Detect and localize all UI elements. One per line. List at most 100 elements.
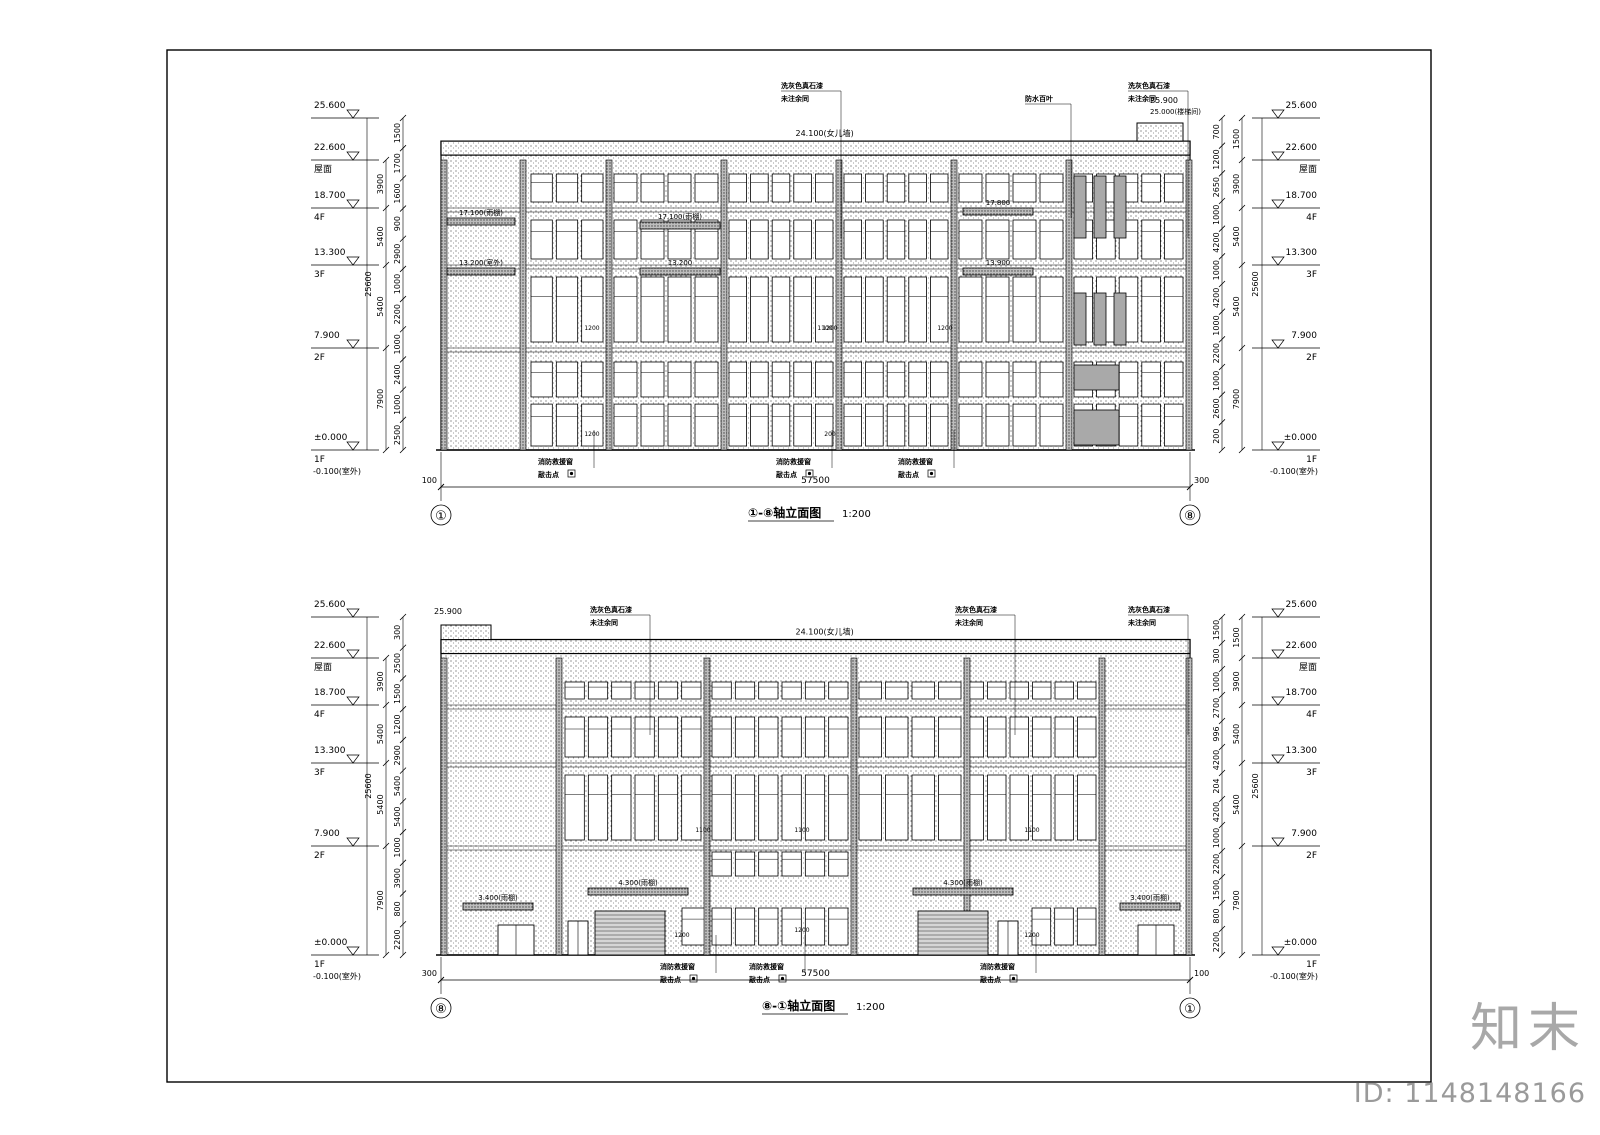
right-outer-dim-text: 5400 [1232,794,1241,814]
window [694,219,719,260]
right-inner-dim-tick [1218,951,1226,959]
left-inner-dim-tick [399,920,407,928]
window [750,361,769,398]
glass-panel [1093,292,1107,346]
floor-label: 屋面 [1299,164,1317,175]
floor-label: 2F [314,851,325,861]
total-width-label: 57500 [801,476,830,486]
strike-point-symbol [689,974,698,983]
level-label: 22.600 [1286,143,1318,153]
canopy [912,887,1014,896]
window [611,681,632,700]
right-inner-dim-text: 1500 [1212,620,1221,640]
level-triangle [346,109,360,119]
window [858,716,882,758]
window [985,403,1010,447]
window [667,361,692,398]
strike-point-label: 敲击点 [898,470,919,479]
window [750,219,769,260]
strike-point-dot [1011,976,1016,981]
window [1009,681,1029,700]
strike-point-label: 敲击点 [538,470,559,479]
window [581,219,604,260]
right-inner-dim-tick [1218,769,1226,777]
right-inner-dim-tick [1218,225,1226,232]
floor-label: 3F [314,270,325,280]
total-height-right: 25600 [1251,773,1260,798]
left-inner-dim-tick [399,386,407,393]
window [667,403,692,447]
right-inner-dim-tick [1218,197,1226,205]
level-label: 7.900 [314,829,340,839]
floor-label: 1F [314,455,325,465]
window [1164,403,1184,447]
window [958,403,983,447]
left-outer-dim-text: 3900 [376,671,385,691]
floor-label: 3F [1306,270,1317,280]
left-outer-dim-tick [382,654,390,662]
left-inner-dim-tick [399,205,407,212]
fire-rescue-label: 消防救援窗 [898,457,933,466]
pilaster [1065,159,1073,451]
left-inner-dim-text: 1000 [393,334,402,354]
edge-dim-left: 300 [422,969,437,978]
fire-rescue-label: 消防救援窗 [776,457,811,466]
window [758,907,779,946]
window [885,716,909,758]
window [930,219,949,260]
window [640,173,665,203]
right-inner-dim-tick [1218,336,1226,343]
pilaster [703,657,711,956]
left-inner-dim-tick [399,675,407,682]
canopy-label: 3.400(雨棚) [1130,893,1170,902]
right-outer-dim-tick [1238,204,1246,212]
right-inner-dim-text: 800 [1212,908,1221,923]
canopy [639,267,721,276]
window [886,276,906,343]
right-outer-dim-text: 1500 [1232,627,1241,647]
level-label: 18.700 [314,191,346,201]
window [930,403,949,447]
right-inner-dim-tick [1218,363,1226,371]
window [1164,276,1184,343]
level-label: 25.600 [1286,600,1318,610]
window [908,173,927,203]
small-dim: 1100 [817,325,832,332]
window [1039,403,1064,447]
level-triangle [1271,256,1285,266]
right-inner-dim-tick [1218,795,1226,803]
floor-label: 屋面 [314,662,332,673]
edge-dim-left: 100 [422,476,437,485]
ground-out-label: -0.100(室外) [1270,466,1318,476]
level-triangle [346,441,360,451]
pilaster [440,159,448,451]
glass-panel [1113,175,1127,239]
window [734,907,756,946]
level-label: 18.700 [314,688,346,698]
window [815,173,834,203]
fire-rescue-label: 消防救援窗 [749,962,784,971]
canopy [446,217,516,226]
strike-point-label: 敲击点 [660,975,681,984]
watermark-logo: 知末 [1469,999,1586,1059]
window [1039,219,1064,260]
window [728,173,748,203]
floor-label: 3F [1306,768,1317,778]
window [793,361,812,398]
small-dim: 1200 [937,325,952,332]
window [1012,403,1037,447]
finish-note: 洗灰色真石漆 [1128,605,1170,614]
window [1039,276,1064,343]
left-outer-dim-tick [382,344,390,352]
total-height-left: 25600 [364,773,373,798]
window [581,276,604,343]
window [771,219,791,260]
right-inner-dim-tick [1218,253,1226,260]
canopy [462,902,534,911]
pilaster [1185,159,1193,451]
window [858,681,882,700]
window [750,276,769,343]
window [555,403,579,447]
glass-panel [1073,364,1120,391]
window [667,219,692,260]
